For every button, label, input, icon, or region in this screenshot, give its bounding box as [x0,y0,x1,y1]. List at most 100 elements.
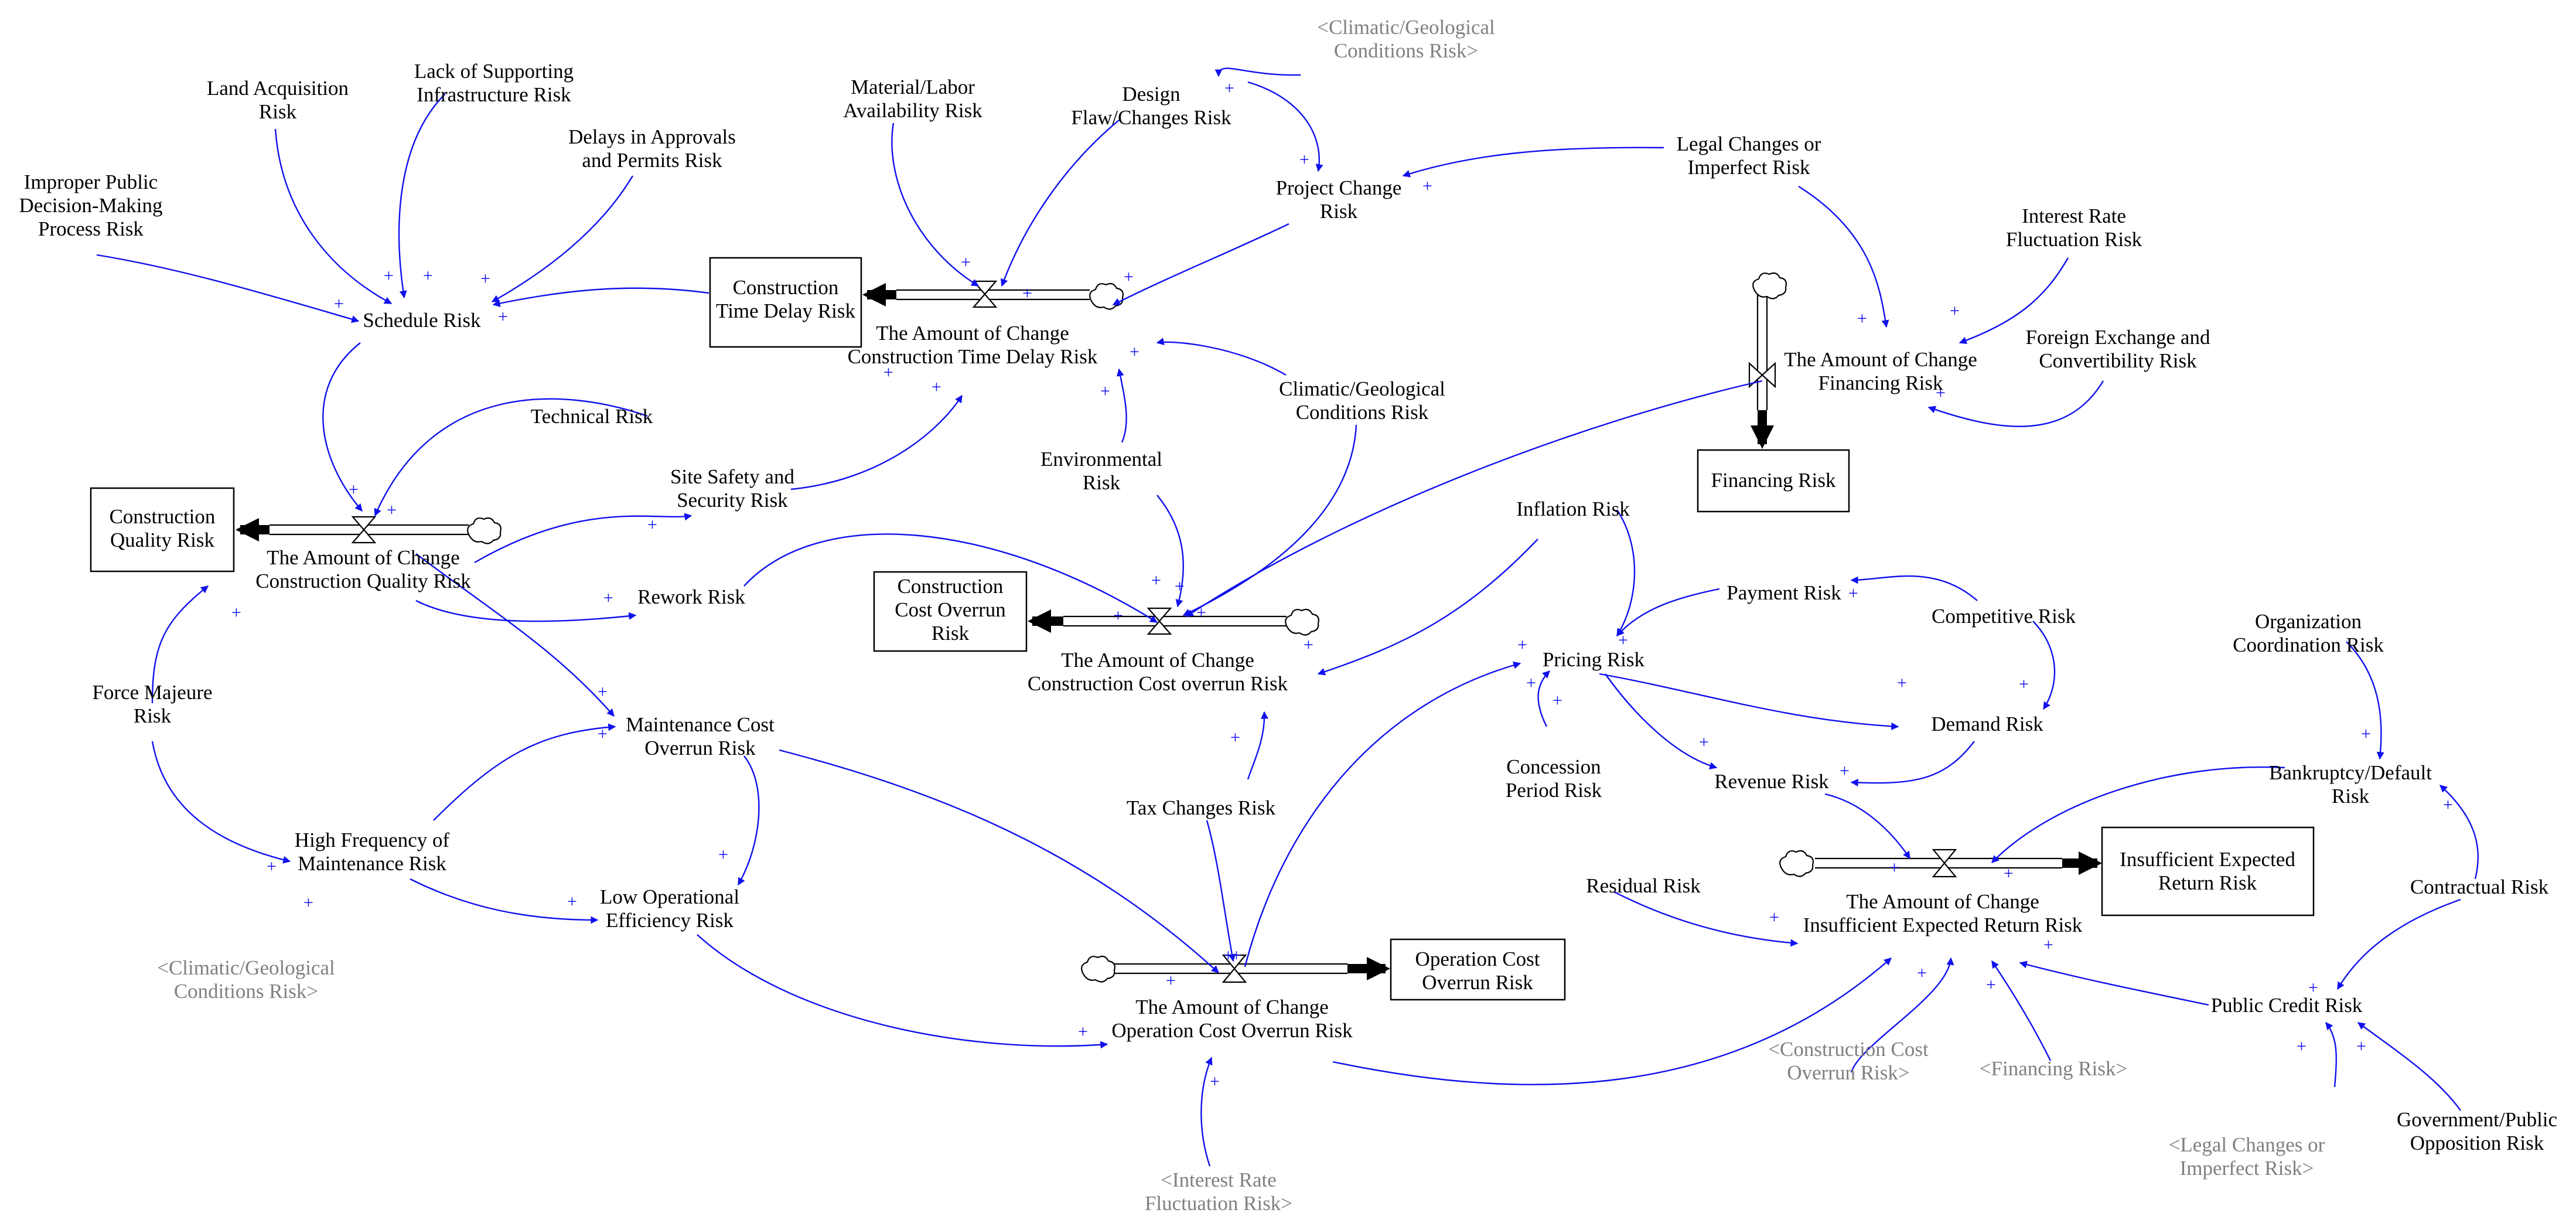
causal-links [96,67,2479,1167]
var-climatic: Climatic/Geological Conditions Risk [1279,377,1445,424]
svg-text:Conditions Risk>: Conditions Risk> [1334,39,1478,62]
var-demand: Demand Risk [1931,713,2043,735]
svg-text:Demand Risk: Demand Risk [1931,713,2043,735]
svg-text:+: + [1848,584,1858,603]
stock-construction-cost-overrun: Construction Cost Overrun Risk [873,571,1028,652]
svg-text:The Amount of Change: The Amount of Change [1846,890,2039,913]
svg-text:Construction Time Delay Risk: Construction Time Delay Risk [848,345,1098,368]
svg-text:Improper Public: Improper Public [24,171,158,193]
svg-text:Period Risk: Period Risk [1506,779,1602,802]
var-high-frequency: High Frequency of Maintenance Risk [295,829,450,875]
svg-text:and Permits Risk: and Permits Risk [582,149,722,172]
var-tax-changes: Tax Changes Risk [1127,796,1276,819]
svg-text:+: + [1223,946,1233,965]
svg-text:The Amount of Change: The Amount of Change [1061,649,1254,672]
shadow-construction-cost: <Construction Cost Overrun Risk> [1768,1038,1929,1084]
svg-text:<Legal Changes or: <Legal Changes or [2169,1133,2325,1156]
svg-text:Interest Rate: Interest Rate [2022,205,2126,227]
svg-text:Rework Risk: Rework Risk [637,585,745,608]
shadow-climatic-bottom: <Climatic/Geological Conditions Risk> [157,956,335,1003]
svg-text:+: + [1986,975,1996,994]
flow-label-financing: The Amount of Change Financing Risk [1784,348,1977,394]
svg-text:Efficiency Risk: Efficiency Risk [606,909,734,932]
shadow-financing: <Financing Risk> [1980,1057,2127,1080]
svg-text:Process Risk: Process Risk [38,217,144,240]
svg-text:+: + [1078,1022,1088,1041]
svg-text:+: + [603,588,613,608]
var-legal-changes: Legal Changes or Imperfect Risk [1677,132,1821,179]
var-low-operational: Low Operational Efficiency Risk [600,885,739,932]
svg-text:+: + [1304,635,1313,655]
svg-text:+: + [1517,635,1527,655]
svg-text:Schedule Risk: Schedule Risk [363,309,481,332]
svg-text:Security Risk: Security Risk [677,489,788,512]
svg-text:Project Change: Project Change [1276,176,1402,199]
svg-text:Availability Risk: Availability Risk [843,99,982,122]
svg-text:Overrun Risk: Overrun Risk [1422,971,1533,994]
var-land-acquisition: Land Acquisition Risk [207,77,349,123]
svg-text:Maintenance Cost: Maintenance Cost [626,713,774,736]
svg-text:Time Delay Risk: Time Delay Risk [716,299,855,322]
svg-text:Financing Risk: Financing Risk [1818,372,1943,394]
svg-text:+: + [2004,864,2014,883]
flow-label-quality: The Amount of Change Construction Qualit… [255,546,471,592]
svg-text:<Financing Risk>: <Financing Risk> [1980,1057,2127,1080]
stock-insufficient-return: Insufficient Expected Return Risk [2101,826,2315,916]
svg-text:Payment Risk: Payment Risk [1727,581,1841,604]
var-delays-approvals: Delays in Approvals and Permits Risk [568,125,736,172]
svg-text:Opposition Risk: Opposition Risk [2410,1132,2544,1154]
svg-text:Risk: Risk [1320,200,1358,223]
svg-text:+: + [384,266,394,285]
var-interest-rate: Interest Rate Fluctuation Risk [2006,205,2142,251]
svg-text:+: + [1857,309,1867,328]
svg-text:Risk: Risk [259,100,297,123]
svg-text:+: + [1166,971,1176,990]
svg-text:Contractual Risk: Contractual Risk [2410,875,2549,898]
svg-text:Conditions Risk>: Conditions Risk> [174,980,318,1003]
svg-text:+: + [1196,603,1206,622]
svg-text:+: + [498,307,508,326]
svg-text:+: + [718,845,728,864]
var-residual: Residual Risk [1586,874,1701,897]
svg-text:<Interest Rate: <Interest Rate [1161,1168,1277,1191]
svg-text:+: + [1950,301,1960,321]
svg-text:Inflation Risk: Inflation Risk [1516,498,1630,520]
svg-text:+: + [1699,732,1709,752]
svg-text:Land Acquisition: Land Acquisition [207,77,349,100]
var-schedule: Schedule Risk [363,309,481,332]
svg-text:+: + [932,377,941,397]
var-pricing: Pricing Risk [1543,648,1645,671]
stock-financing: Financing Risk [1697,449,1850,513]
svg-text:Risk: Risk [2332,785,2370,807]
svg-text:Operation Cost: Operation Cost [1415,948,1540,970]
var-government-opposition: Government/Public Opposition Risk [2397,1108,2557,1154]
svg-text:Construction Quality Risk: Construction Quality Risk [255,570,471,592]
svg-text:Bankruptcy/Default: Bankruptcy/Default [2269,761,2432,784]
svg-text:Imperfect Risk: Imperfect Risk [1688,156,1810,179]
var-environmental: Environmental Risk [1040,448,1162,494]
svg-text:+: + [231,603,241,622]
svg-text:+: + [1840,761,1850,781]
svg-text:+: + [1422,176,1432,196]
svg-text:Organization: Organization [2255,610,2362,633]
var-competitive: Competitive Risk [1932,605,2076,628]
var-improper-decision: Improper Public Decision-Making Process … [19,171,163,240]
svg-text:Cost Overrun: Cost Overrun [895,598,1006,621]
svg-text:+: + [480,269,490,288]
var-contractual: Contractual Risk [2410,875,2549,898]
svg-text:Material/Labor: Material/Labor [851,76,975,98]
svg-text:Imperfect Risk>: Imperfect Risk> [2180,1157,2314,1180]
svg-text:+: + [1175,577,1185,596]
svg-text:Environmental: Environmental [1040,448,1162,471]
var-revenue: Revenue Risk [1714,770,1829,793]
flow-label-operation-cost: The Amount of Change Operation Cost Over… [1111,996,1353,1042]
svg-text:Force Majeure: Force Majeure [92,681,212,704]
var-foreign-exchange: Foreign Exchange and Convertibility Risk [2026,326,2210,372]
svg-text:Convertibility Risk: Convertibility Risk [2039,349,2197,372]
shadow-interest-rate: <Interest Rate Fluctuation Risk> [1145,1168,1292,1215]
var-public-credit: Public Credit Risk [2211,994,2363,1017]
svg-text:+: + [1124,267,1134,287]
var-site-safety: Site Safety and Security Risk [670,465,794,512]
flow-pipe-operation-cost [1081,954,1390,983]
svg-text:+: + [1936,383,1946,403]
